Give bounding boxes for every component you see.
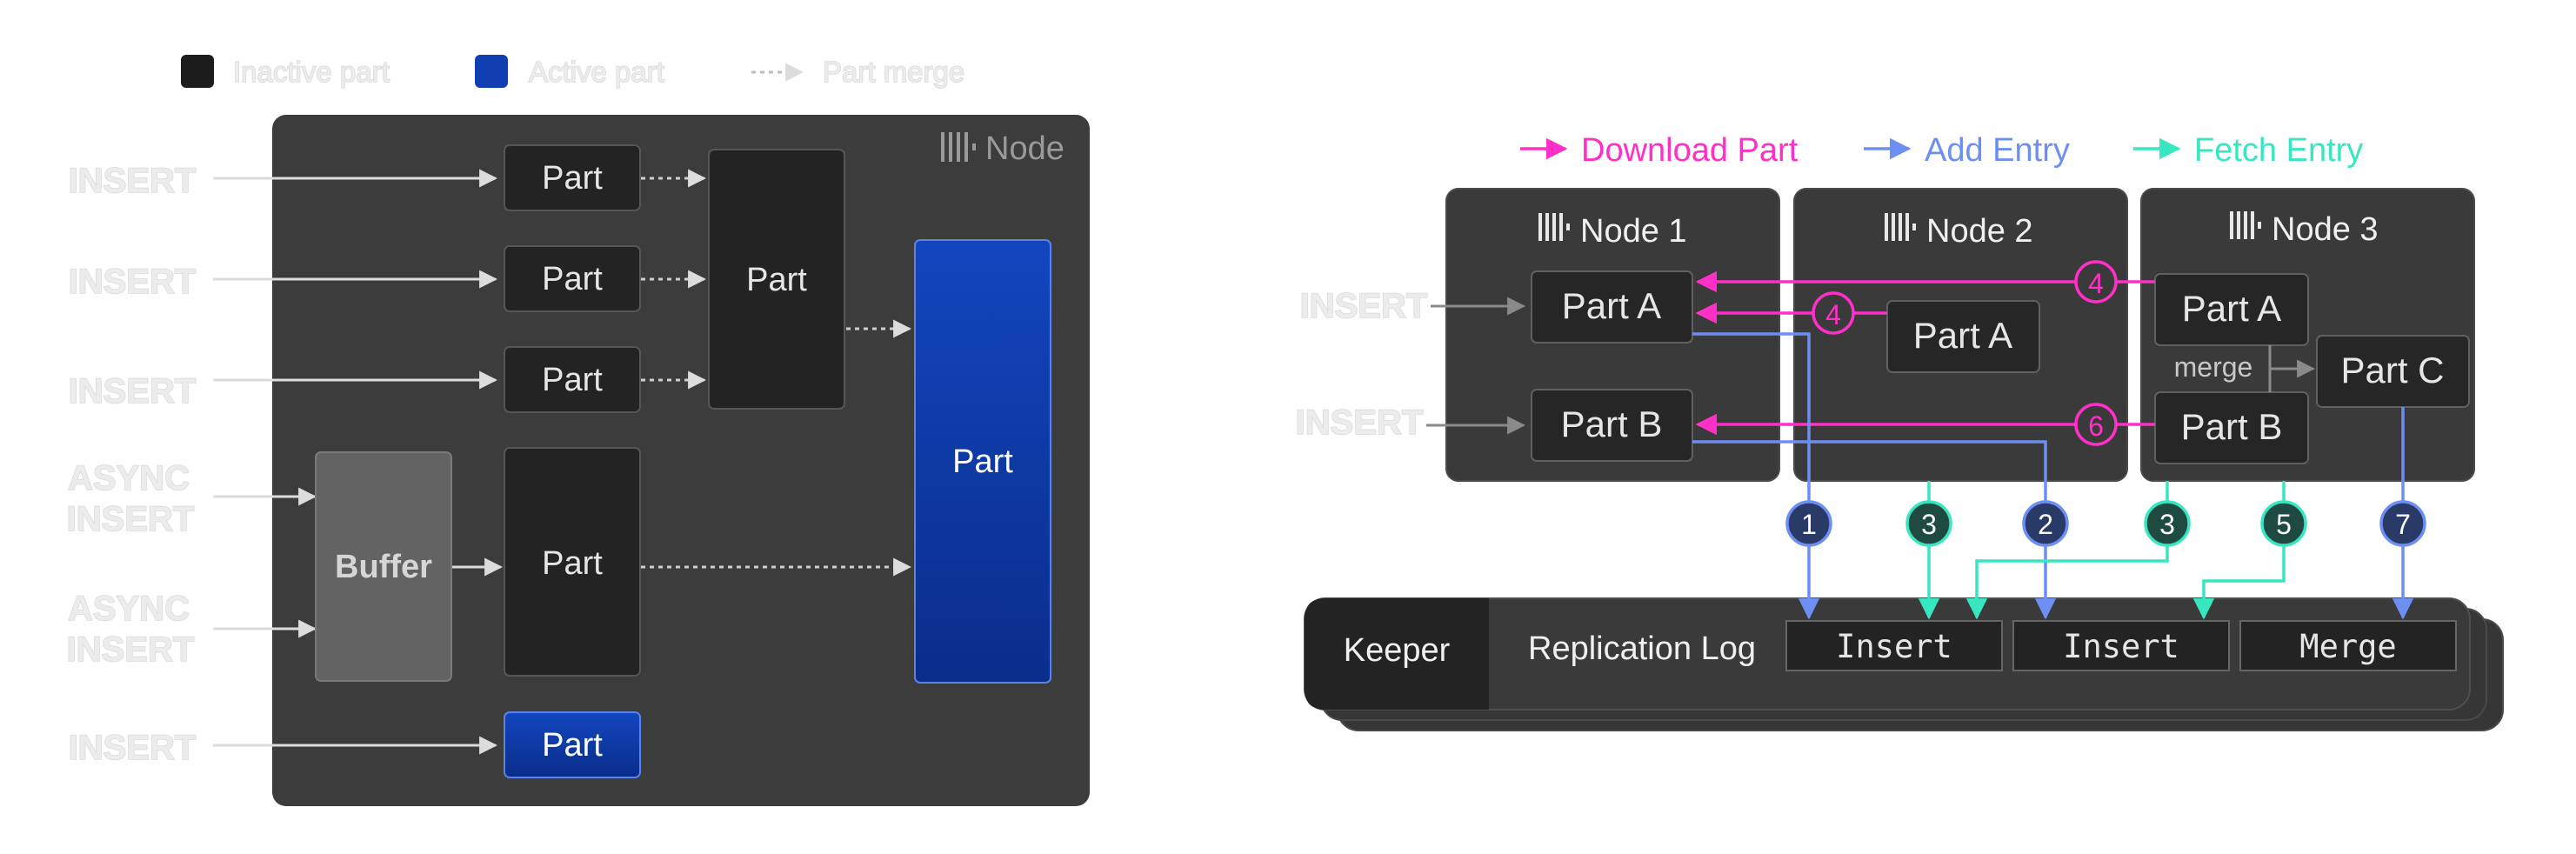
node3-part-a-label: Part A — [2182, 288, 2281, 329]
legend-fetch-label: Fetch Entry — [2194, 132, 2363, 169]
left-part-3-label: Part — [542, 362, 603, 398]
left-insert-arrows — [213, 169, 504, 755]
log-entry-3 — [2239, 620, 2457, 671]
node3-part-b-label: Part B — [2181, 406, 2283, 447]
badge-pink-top: 4 — [2074, 260, 2118, 304]
keeper-label: Keeper — [1344, 632, 1451, 669]
right-insert-label-1: INSERT — [1300, 287, 1428, 325]
node3-part-c-label: Part C — [2340, 350, 2444, 390]
legend-active-label: Active part — [529, 56, 664, 88]
insert-label-3: INSERT — [69, 372, 197, 410]
badge-green-3a-label: 3 — [1921, 509, 1937, 540]
right-node-1-label: Node 1 — [1580, 213, 1687, 250]
left-merged-part — [708, 149, 845, 410]
right-legend: Download Part Add Entry Fetch Entry — [1520, 132, 2363, 169]
right-node-2-label: Node 2 — [1926, 213, 2033, 250]
badge-green-5-label: 5 — [2276, 509, 2292, 540]
left-part-4-label: Part — [542, 545, 603, 582]
badge-green-3b: 3 — [2144, 500, 2191, 547]
left-part-2-label: Part — [542, 261, 603, 297]
log-entry-2 — [2012, 620, 2230, 671]
async-insert-label-2a: ASYNC — [68, 590, 190, 628]
left-legend: Inactive part Active part Part merge — [181, 55, 965, 89]
node3-part-a — [2154, 273, 2309, 346]
node3-part-b — [2154, 391, 2309, 464]
node1-part-a — [1531, 270, 1693, 344]
async-insert-label-1b: INSERT — [67, 500, 195, 538]
left-part-1 — [504, 144, 641, 211]
badge-pink-low-label: 6 — [2088, 410, 2104, 442]
merge-label-bg — [2162, 352, 2265, 385]
left-merge-arrows — [641, 169, 912, 577]
legend-active-swatch — [475, 55, 508, 88]
log-entry-2-label: Insert — [2063, 628, 2179, 665]
node-1-icon — [1538, 213, 1570, 241]
badge-blue-2-label: 2 — [2038, 509, 2053, 540]
left-active-big-part-label: Part — [952, 444, 1013, 480]
left-part-2 — [504, 245, 641, 312]
legend-download-label: Download Part — [1581, 132, 1799, 169]
badge-blue-2: 2 — [2022, 500, 2069, 547]
badge-blue-1-label: 1 — [1801, 509, 1817, 540]
insert-label-2: INSERT — [69, 263, 197, 301]
node1-part-a-label: Part A — [1562, 285, 1661, 326]
replication-log-label: Replication Log — [1528, 630, 1756, 667]
badge-blue-7-label: 7 — [2395, 509, 2411, 540]
node1-part-b — [1531, 389, 1693, 462]
badge-green-3b-label: 3 — [2159, 509, 2175, 540]
keeper-label-bg — [1305, 598, 1489, 710]
node2-part-a — [1886, 300, 2040, 373]
async-insert-label-1a: ASYNC — [68, 459, 190, 497]
left-merged-part-label: Part — [746, 262, 807, 298]
legend-add-label: Add Entry — [1925, 132, 2070, 169]
left-part-3 — [504, 346, 641, 413]
badge-blue-1: 1 — [1785, 500, 1832, 547]
badge-green-5: 5 — [2260, 500, 2307, 547]
merge-label: merge — [2174, 351, 2253, 383]
left-active-small-part-label: Part — [542, 727, 603, 764]
left-active-big-part — [914, 239, 1051, 684]
legend-inactive-label: Inactive part — [233, 56, 390, 88]
log-entry-1-label: Insert — [1836, 628, 1952, 665]
node3-part-c — [2316, 335, 2470, 408]
right-node-3-label: Node 3 — [2272, 211, 2379, 248]
left-part-1-label: Part — [542, 160, 603, 197]
node-2-icon — [1885, 213, 1916, 241]
async-insert-label-2b: INSERT — [67, 630, 195, 669]
node2-part-a-label: Part A — [1913, 315, 2012, 356]
log-entry-3-label: Merge — [2299, 628, 2396, 665]
left-buffer — [315, 451, 452, 682]
badge-green-3a: 3 — [1905, 500, 1952, 547]
left-active-small-part — [504, 711, 641, 778]
badge-blue-7: 7 — [2379, 500, 2426, 547]
left-node-label: Node — [985, 130, 1064, 167]
log-entry-1 — [1785, 620, 2003, 671]
legend-merge-label: Part merge — [823, 56, 964, 88]
left-buffer-label: Buffer — [335, 549, 432, 585]
right-insert-label-2: INSERT — [1296, 404, 1424, 442]
node-3-icon — [2230, 211, 2261, 239]
badge-pink-mid-label: 4 — [1825, 299, 1841, 330]
badge-pink-top-label: 4 — [2088, 268, 2104, 299]
left-part-4 — [504, 447, 641, 677]
legend-inactive-swatch — [181, 55, 214, 88]
badge-pink-low: 6 — [2074, 403, 2118, 446]
badge-pink-mid: 4 — [1812, 291, 1855, 335]
node-icon — [941, 132, 976, 162]
left-node-container — [272, 115, 1090, 806]
insert-label-1: INSERT — [69, 162, 197, 200]
fetch-entry-arrows — [1918, 481, 2286, 620]
insert-label-4: INSERT — [69, 729, 197, 767]
node1-part-b-label: Part B — [1561, 404, 1663, 444]
